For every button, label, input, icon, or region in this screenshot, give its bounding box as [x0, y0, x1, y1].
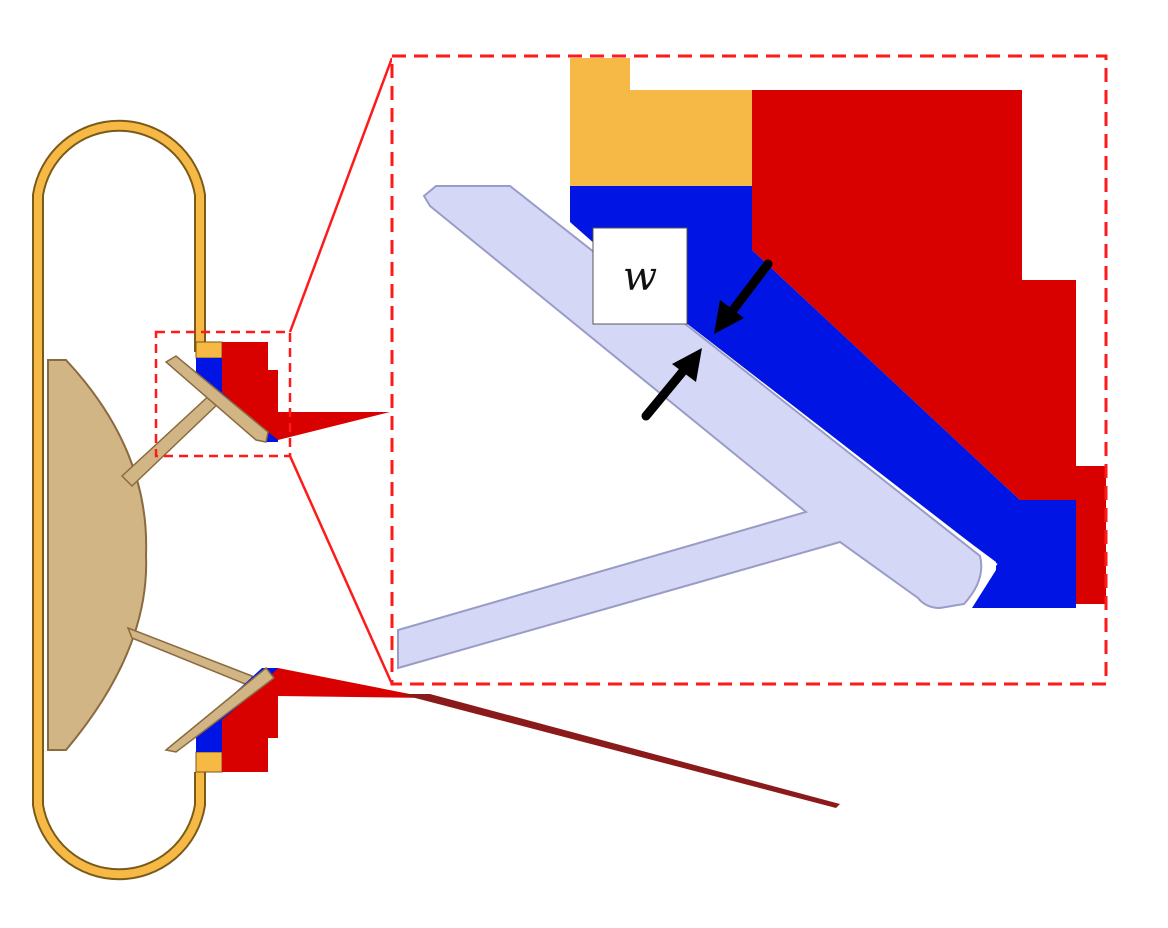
- needle-line: [400, 694, 840, 808]
- width-label-box: [592, 227, 688, 325]
- gap-arrow-upper: [714, 259, 773, 334]
- callout-line-bottom: [288, 455, 394, 685]
- hub-strut-upper: [120, 390, 224, 488]
- lower-orange-piece: [195, 751, 223, 773]
- highlight-box: [154, 330, 292, 458]
- outer-shell: [32, 119, 206, 881]
- hub-assembly: [47, 359, 253, 751]
- magnified-inset: w: [392, 56, 1106, 684]
- gap-arrow-lower: [641, 348, 702, 421]
- inset-red-block: [752, 90, 1106, 604]
- upper-orange-piece: [195, 341, 223, 359]
- upper-seal-small: [164, 341, 390, 443]
- inset-orange-piece: [570, 58, 752, 186]
- lower-red-block: [222, 668, 430, 772]
- callout-line-top: [288, 57, 394, 333]
- upper-red-block: [222, 342, 390, 440]
- hub-body: [47, 359, 148, 751]
- upper-blue-layer: [196, 358, 278, 442]
- upper-blade: [164, 355, 269, 443]
- lower-seal-small: [164, 666, 840, 808]
- hub-strut-lower: [126, 626, 253, 688]
- width-label: w: [623, 254, 657, 300]
- outer-shell-fill: [34, 121, 204, 879]
- inset-border: [390, 54, 1108, 686]
- lower-blade: [164, 666, 276, 753]
- inset-blue-layer: [570, 186, 1076, 608]
- inset-blade: [397, 185, 983, 670]
